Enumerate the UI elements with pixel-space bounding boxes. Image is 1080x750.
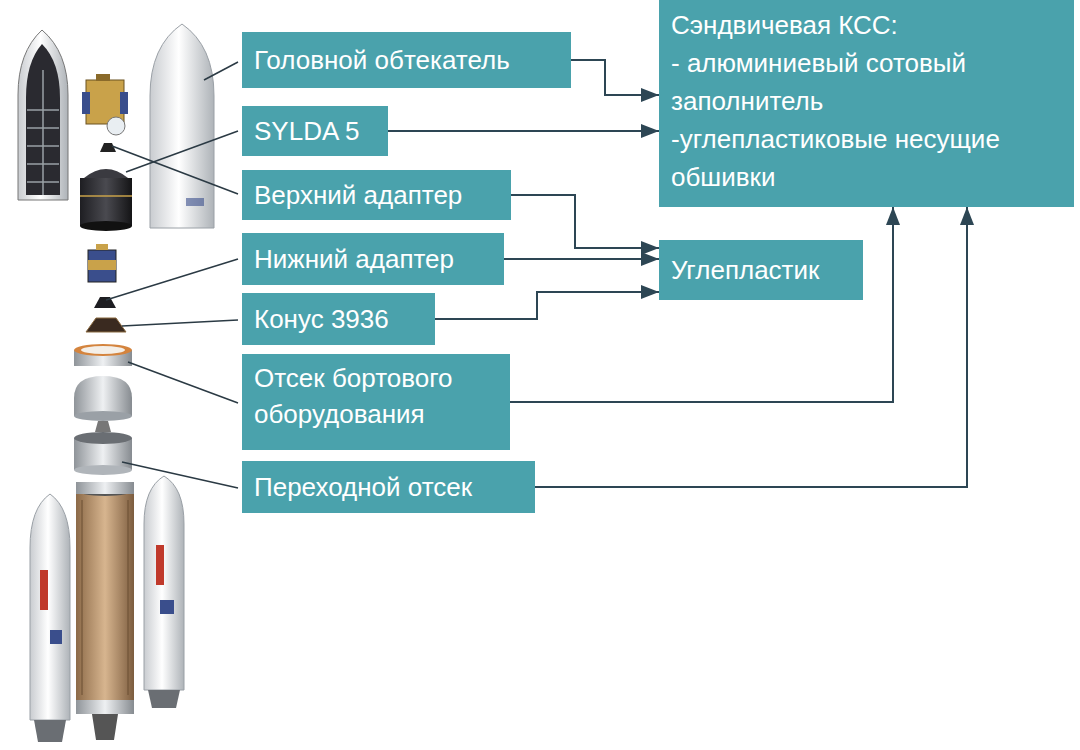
fairing-closed	[150, 24, 214, 228]
part-label-box: Переходной отсек	[242, 461, 535, 513]
part-label-box: Отсек бортового оборудования	[242, 354, 510, 450]
box-text: -углепластиковые несущие обшивки	[671, 120, 1062, 196]
box-text: Углепластик	[671, 253, 819, 288]
arrow-connector	[435, 292, 659, 319]
upper-stage-part	[74, 376, 132, 432]
material-box: Углепластик	[659, 240, 863, 300]
part-label-box: SYLDA 5	[242, 106, 388, 156]
satellite-lower	[88, 244, 116, 282]
box-text: Переходной отсек	[254, 470, 472, 505]
equipment-bay-part	[74, 344, 132, 366]
cone-part	[86, 318, 126, 332]
upper-adapter-part	[100, 143, 116, 152]
arrow-connector	[571, 60, 659, 95]
sylda-part	[80, 169, 132, 231]
box-text: SYLDA 5	[254, 114, 360, 149]
box-text: Верхний адаптер	[254, 178, 462, 213]
core-stage	[76, 482, 134, 740]
booster-right	[144, 476, 184, 708]
leader-lines	[106, 62, 238, 488]
arrow-connector	[535, 207, 967, 487]
arrow-connector	[504, 258, 659, 260]
arrow-connector	[510, 207, 893, 402]
box-text: Конус 3936	[254, 302, 389, 337]
interstage-part	[74, 432, 132, 475]
satellite-upper	[82, 74, 128, 135]
box-text: Головной обтекатель	[254, 43, 510, 78]
arrow-connector	[511, 195, 659, 248]
booster-left	[30, 494, 70, 742]
box-text: Сэндвичевая КСС:	[671, 6, 1062, 44]
part-label-box: Конус 3936	[242, 293, 435, 345]
fairing-half	[18, 30, 68, 200]
box-text: - алюминиевый сотовый заполнитель	[671, 44, 1062, 120]
box-text: Нижний адаптер	[254, 242, 454, 277]
arrow-connector	[388, 130, 659, 132]
part-label-box: Головной обтекатель	[242, 32, 571, 88]
part-label-box: Верхний адаптер	[242, 170, 511, 220]
box-text: Отсек бортового оборудования	[254, 360, 498, 432]
material-box: Сэндвичевая КСС:- алюминиевый сотовый за…	[659, 0, 1074, 207]
part-label-box: Нижний адаптер	[242, 233, 504, 285]
